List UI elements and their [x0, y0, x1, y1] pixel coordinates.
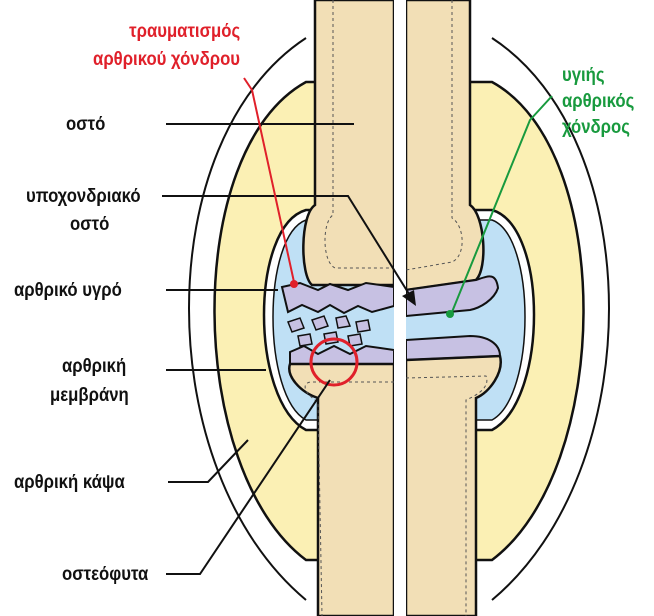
label-subchondral-line2: οστό	[70, 213, 109, 236]
damage-dot	[290, 280, 298, 288]
label-synovial-fluid: αρθρικό υγρό	[14, 279, 122, 302]
label-membrane-line1: αρθρική	[62, 355, 126, 378]
label-healthy-line2: αρθρικός	[562, 90, 634, 113]
label-damage-line2: αρθρικού χόνδρου	[93, 48, 240, 71]
section-split-gap	[394, 0, 406, 616]
label-bone: οστό	[66, 113, 105, 136]
upper-bone-left	[303, 0, 394, 285]
label-osteophytes: οστεόφυτα	[62, 563, 148, 586]
label-capsule: αρθρική κάψα	[14, 471, 125, 494]
label-membrane-line2: μεμβράνη	[50, 384, 129, 407]
label-damage-line1: τραυματισμός	[129, 20, 240, 43]
cartilage-fragment	[298, 334, 312, 346]
healthy-dot	[446, 310, 454, 318]
cartilage-fragment	[356, 320, 370, 332]
label-healthy-line1: υγιής	[562, 64, 605, 87]
label-healthy-line3: χόνδρος	[562, 116, 630, 139]
label-subchondral-line1: υποχονδριακό	[26, 185, 141, 208]
